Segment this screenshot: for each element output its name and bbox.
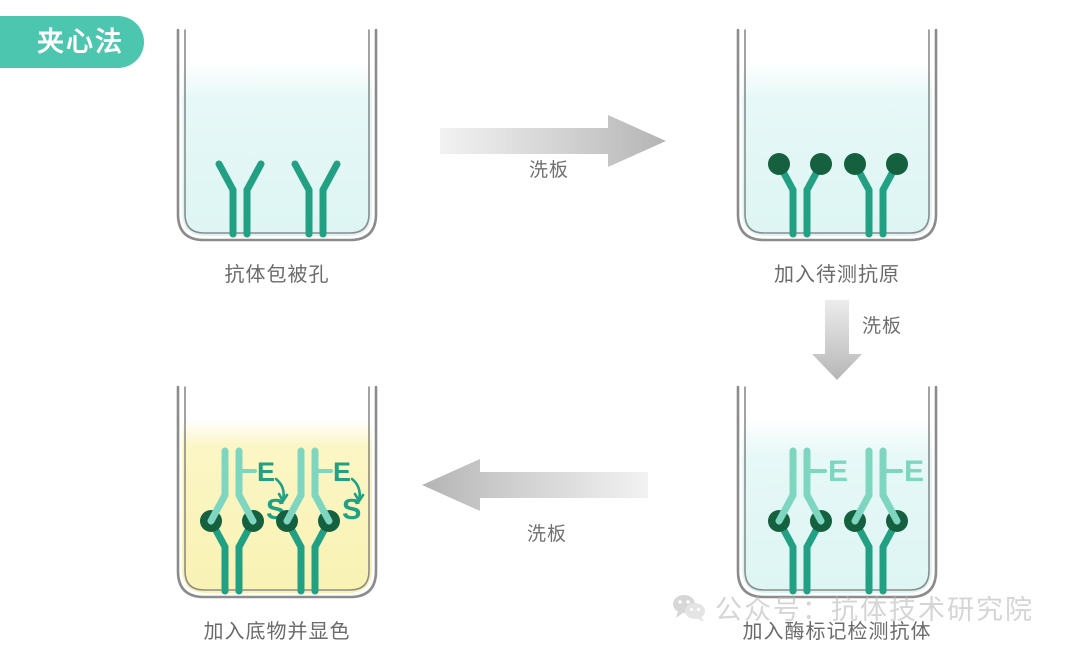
well-outline — [736, 385, 938, 599]
well-step-2: 加入待测抗原 — [730, 26, 944, 286]
well-graphic: E E — [736, 385, 938, 599]
well-caption-step-4: 加入底物并显色 — [203, 621, 351, 643]
well-caption-step-1: 抗体包被孔 — [224, 264, 330, 286]
reaction-arrow-head-icon — [353, 492, 365, 503]
well-outline — [736, 28, 938, 242]
well-caption-step-3: 加入酶标记检测抗体 — [742, 621, 932, 643]
well-liquid — [742, 62, 932, 236]
wash-arrow-right-label: 洗板 — [529, 160, 570, 181]
well-graphic: E S E S — [176, 385, 378, 599]
wash-arrow-right — [440, 115, 666, 172]
enzyme-label: E — [333, 457, 351, 487]
wash-arrow-left — [422, 459, 648, 516]
capture-antibody-with-antigen — [844, 153, 908, 234]
well-outline — [176, 28, 378, 242]
capture-antibody-with-antigen — [768, 153, 832, 234]
enzyme-label: E — [257, 457, 275, 487]
reaction-arrow-head-icon — [277, 492, 289, 503]
method-badge: 夹心法 — [0, 16, 144, 68]
well-step-4: E S E S 加入底物并显色 — [170, 383, 384, 643]
sandwich-complex-colored: E S — [276, 451, 365, 591]
wash-arrow-down — [812, 300, 862, 385]
wash-arrow-left-label: 洗板 — [527, 524, 568, 545]
well-liquid — [742, 419, 932, 593]
sandwich-complex: E — [844, 451, 924, 591]
sandwich-complex: E — [768, 451, 848, 591]
well-inner-outline — [744, 386, 930, 591]
method-badge-label: 夹心法 — [37, 26, 124, 57]
well-graphic — [176, 28, 378, 242]
well-outline — [176, 385, 378, 599]
substrate-label: S — [342, 494, 361, 526]
well-liquid — [182, 62, 372, 236]
well-inner-outline — [184, 29, 370, 234]
antigen-icon — [810, 153, 832, 175]
well-caption-step-2: 加入待测抗原 — [774, 264, 900, 286]
wechat-icon — [673, 594, 705, 622]
well-inner-outline — [184, 386, 370, 591]
well-inner-outline — [744, 29, 930, 234]
well-liquid — [182, 419, 372, 593]
arrow-right-icon — [440, 115, 666, 167]
enzyme-label: E — [828, 455, 848, 488]
enzyme-label: E — [904, 455, 924, 488]
antigen-icon — [768, 153, 790, 175]
well-step-1: 抗体包被孔 — [170, 26, 384, 286]
arrow-down-icon — [812, 300, 862, 380]
antigen-icon — [886, 153, 908, 175]
antigen-icon — [844, 153, 866, 175]
well-graphic — [736, 28, 938, 242]
arrow-left-icon — [422, 459, 648, 511]
wash-arrow-down-label: 洗板 — [862, 316, 903, 337]
well-step-3: E E 加入酶标记检测抗体 — [730, 383, 944, 643]
